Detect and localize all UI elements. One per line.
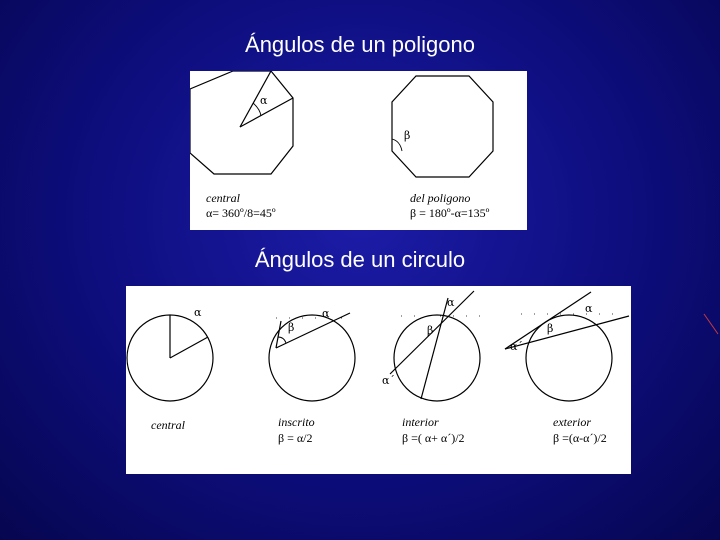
polygon-angle-octagon: β xyxy=(391,75,494,178)
interior-formula: β =( α+ α´)/2 xyxy=(402,431,465,445)
interior-angle-circle: β α α´ interior β =( α+ α´)/2 xyxy=(382,290,486,445)
central-caption: central xyxy=(206,191,241,205)
central-alpha-label: α xyxy=(194,306,202,319)
polygon-angles-panel: α β central α= 360º/8=45º del poligono β… xyxy=(190,71,527,230)
octagon-right xyxy=(391,75,494,178)
exterior-secant-2 xyxy=(504,291,592,350)
exterior-caption: exterior xyxy=(553,415,591,429)
exterior-beta-label: β xyxy=(547,322,553,335)
central-formula: α= 360º/8=45º xyxy=(206,206,276,220)
inscribed-chord-1 xyxy=(275,320,282,349)
alpha-label: α xyxy=(260,94,268,107)
interior-chord-1 xyxy=(389,290,475,375)
inscribed-beta-label: β xyxy=(288,321,294,334)
circle-interior xyxy=(393,314,481,402)
central-angle-circle: α central xyxy=(126,306,214,432)
exterior-formula: β =(α-α´)/2 xyxy=(553,431,607,445)
inscribed-caption: inscrito xyxy=(278,415,315,429)
corner-decoration-line xyxy=(703,313,719,335)
interior-caption: interior xyxy=(402,415,439,429)
alpha-arc xyxy=(252,102,262,117)
polygon-caption: del poligono xyxy=(410,191,470,205)
inscribed-angle-circle: β α inscrito β = α/2 xyxy=(268,307,356,445)
radius-line-1 xyxy=(239,71,272,128)
beta-label: β xyxy=(404,129,410,142)
corner-decoration xyxy=(703,313,719,335)
exterior-angle-circle: β α α´ exterior β =(α-α´)/2 xyxy=(504,291,630,445)
octagon-left xyxy=(190,71,294,175)
circle-angles-title: Ángulos de un circulo xyxy=(254,247,466,272)
polygon-angles-title: Ángulos de un poligono xyxy=(245,32,475,57)
exterior-alpha-label: α xyxy=(585,302,593,315)
circle-inscribed xyxy=(268,314,356,402)
circle-angles-figure: α central β α inscrito β = α/2 β α α´ in… xyxy=(126,290,630,445)
interior-alpha-prime-label: α´ xyxy=(382,374,395,387)
circle-exterior xyxy=(525,314,613,402)
interior-alpha-label: α xyxy=(447,296,455,309)
exterior-alpha-prime-label: α´ xyxy=(510,340,523,353)
inscribed-formula: β = α/2 xyxy=(278,431,313,445)
central-circle-caption: central xyxy=(151,418,186,432)
central-radius-2 xyxy=(169,336,209,359)
interior-chord-2 xyxy=(420,297,449,400)
polygon-formula: β = 180º-α=135º xyxy=(410,206,490,220)
inscribed-beta-arc xyxy=(277,336,287,344)
beta-arc xyxy=(391,138,403,152)
central-angle-octagon: α xyxy=(190,71,294,175)
exterior-secant-1 xyxy=(504,315,630,350)
circle-angles-panel: α central β α inscrito β = α/2 β α α´ in… xyxy=(126,286,631,474)
inscribed-alpha-label: α xyxy=(322,307,330,320)
polygon-angles-figure: α β central α= 360º/8=45º del poligono β… xyxy=(190,71,494,220)
interior-beta-label: β xyxy=(427,324,433,337)
inscribed-chord-2 xyxy=(275,312,351,349)
radius-line-2 xyxy=(239,97,294,128)
